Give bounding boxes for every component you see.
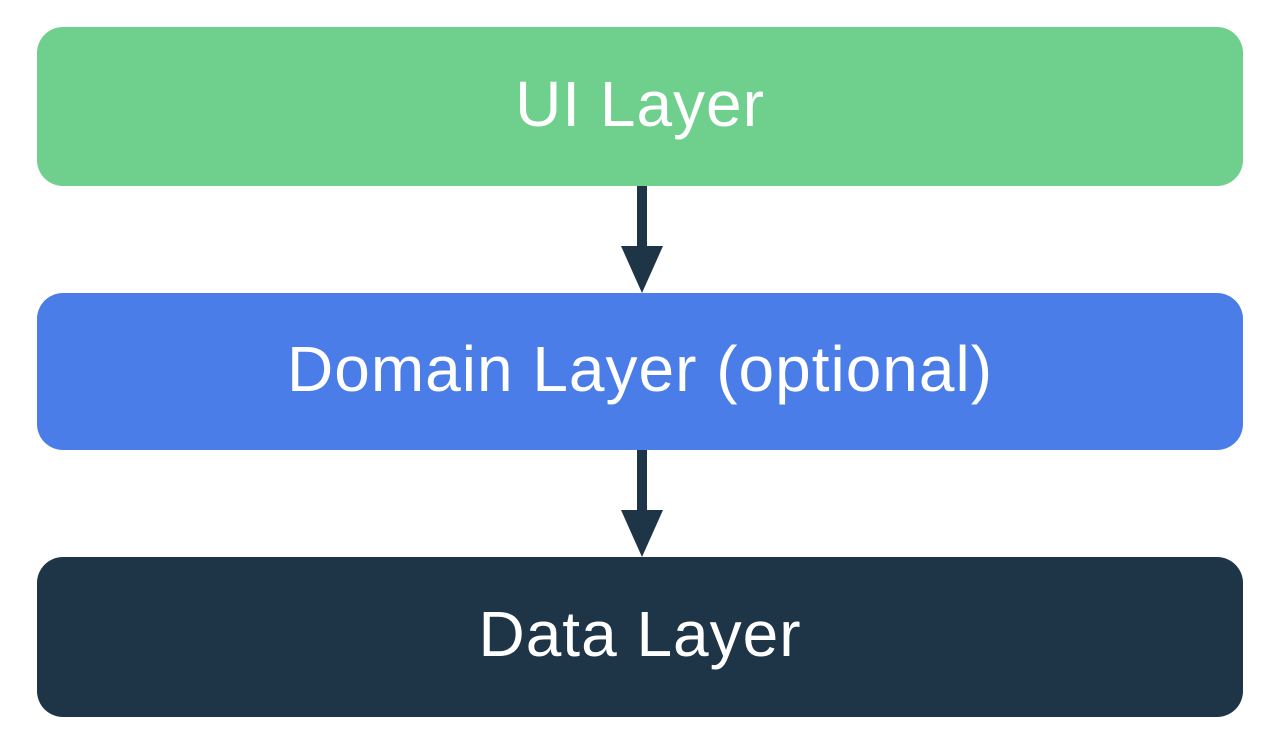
layer-box-domain: Domain Layer (optional) — [37, 293, 1243, 450]
arrow-shaft — [637, 450, 647, 516]
arrow-shaft — [637, 186, 647, 252]
layer-label-ui: UI Layer — [515, 67, 765, 140]
arrow-down-icon — [621, 450, 663, 557]
arrow-head — [621, 510, 663, 557]
layer-box-data: Data Layer — [37, 557, 1243, 717]
layer-label-data: Data Layer — [478, 598, 802, 670]
layer-label-domain: Domain Layer (optional) — [287, 332, 993, 405]
layer-box-ui: UI Layer — [37, 27, 1243, 186]
arrow-head — [621, 246, 663, 293]
arrow-down-icon — [621, 186, 663, 293]
